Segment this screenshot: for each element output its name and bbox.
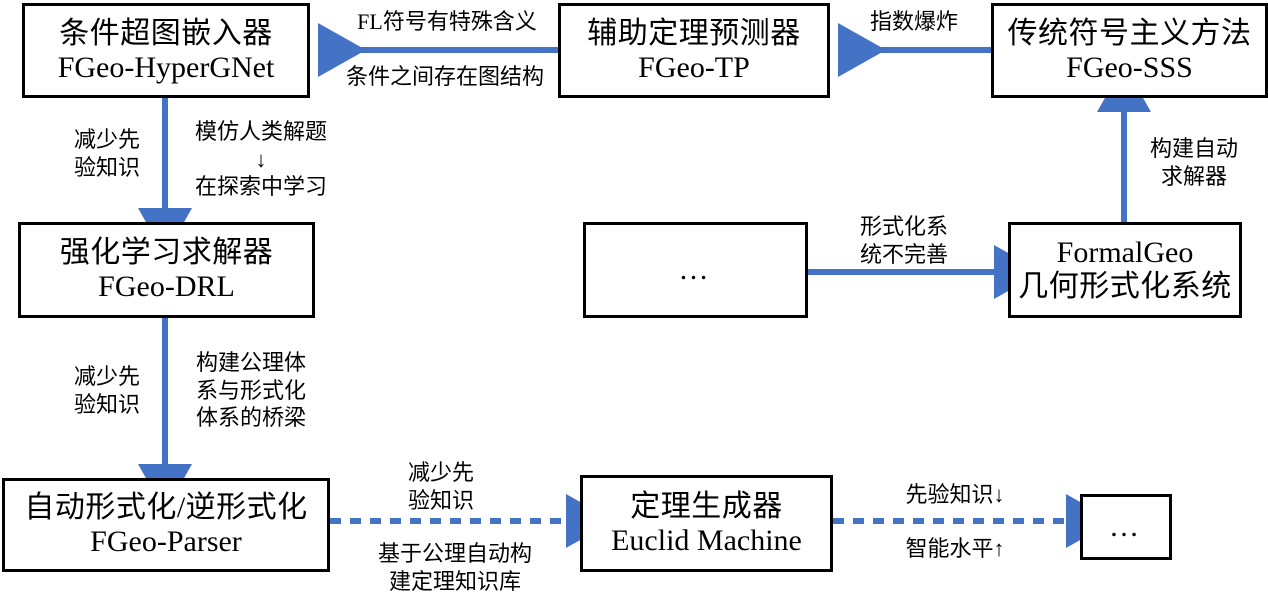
edge-label-intelligence-level-up: 智能水平↑	[890, 535, 1020, 563]
label-line: 先验知识↓	[905, 482, 1005, 507]
node-euclid-machine[interactable]: 定理生成器 Euclid Machine	[580, 475, 833, 572]
label-line: FL符号有特殊含义	[357, 9, 537, 34]
node-title-en: FormalGeo	[1056, 236, 1194, 270]
label-line: 建定理知识库	[388, 568, 521, 594]
node-formalgeo[interactable]: FormalGeo 几何形式化系统	[1008, 222, 1242, 318]
edge-label-fl-symbol-meaning: FL符号有特殊含义	[340, 8, 554, 36]
edge-label-bridge-axiom-formal-systems: 构建公理体 系与形式化 体系的桥梁	[182, 349, 320, 432]
label-line: 条件之间存在图结构	[345, 64, 544, 89]
label-line: 构建公理体	[195, 350, 306, 375]
label-line: 模仿人类解题	[194, 119, 327, 144]
node-ellipsis-dots: …	[1109, 510, 1143, 544]
node-title-cn: 强化学习求解器	[59, 236, 274, 270]
label-line: 验知识	[73, 391, 140, 417]
node-fgeo-tp[interactable]: 辅助定理预测器 FGeo-TP	[558, 3, 830, 98]
label-line: 系与形式化	[195, 377, 306, 403]
edge-label-build-automated-solver: 构建自动 求解器	[1139, 135, 1249, 190]
node-fgeo-sss[interactable]: 传统符号主义方法 FGeo-SSS	[991, 3, 1268, 98]
node-title-cn: 条件超图嵌入器	[59, 16, 273, 50]
label-line: 减少先	[73, 127, 140, 152]
edge-label-formal-system-incomplete: 形式化系 统不完善	[848, 213, 960, 268]
label-line: 减少先	[73, 364, 140, 389]
edge-label-prior-knowledge-down: 先验知识↓	[890, 481, 1020, 509]
label-line: 验知识	[73, 154, 140, 180]
node-title-cn: 传统符号主义方法	[1007, 16, 1252, 50]
label-line: 在探索中学习	[194, 174, 327, 199]
node-title-en: Euclid Machine	[611, 523, 802, 557]
label-line: 形式化系	[859, 214, 948, 239]
label-line: 指数爆炸	[869, 9, 958, 34]
label-line: 统不完善	[859, 241, 948, 267]
node-title-en: FGeo-TP	[638, 50, 750, 84]
label-line: 求解器	[1160, 163, 1227, 189]
node-title-cn: 自动形式化/逆形式化	[24, 491, 308, 525]
label-line: 智能水平↑	[905, 536, 1005, 561]
node-fgeo-hypergnet[interactable]: 条件超图嵌入器 FGeo-HyperGNet	[22, 3, 310, 98]
node-ellipsis-end[interactable]: …	[1080, 494, 1172, 560]
edge-label-graph-structure-between-conditions: 条件之间存在图结构	[334, 63, 556, 91]
label-line: 体系的桥梁	[195, 405, 306, 430]
down-arrow-icon: ↓	[255, 146, 267, 172]
label-line: 验知识	[407, 487, 474, 513]
node-title-en: FGeo-HyperGNet	[57, 50, 275, 84]
label-line: 基于公理自动构	[377, 541, 532, 566]
node-title-cn: 辅助定理预测器	[587, 16, 801, 50]
node-ellipsis-middle[interactable]: …	[583, 222, 808, 318]
edge-label-exponential-explosion: 指数爆炸	[849, 8, 979, 36]
label-line: 构建自动	[1149, 136, 1238, 161]
edge-label-reduce-prior-knowledge-3: 减少先 验知识	[400, 459, 482, 514]
node-ellipsis-dots: …	[678, 253, 713, 287]
node-title-en: FGeo-SSS	[1066, 50, 1193, 84]
node-fgeo-parser[interactable]: 自动形式化/逆形式化 FGeo-Parser	[2, 478, 330, 572]
edge-label-axiom-based-theorem-kb: 基于公理自动构 建定理知识库	[370, 540, 540, 595]
node-fgeo-drl[interactable]: 强化学习求解器 FGeo-DRL	[18, 222, 315, 318]
label-line: 减少先	[407, 460, 474, 485]
edge-label-reduce-prior-knowledge-2: 减少先 验知识	[66, 363, 148, 418]
edge-label-reduce-prior-knowledge-1: 减少先 验知识	[66, 126, 148, 181]
node-title-cn: 定理生成器	[630, 489, 783, 523]
edge-label-imitate-human-solving: 模仿人类解题 ↓ 在探索中学习	[182, 118, 340, 201]
node-title-cn: 几何形式化系统	[1018, 270, 1232, 303]
node-title-en: FGeo-DRL	[98, 270, 235, 303]
node-title-en: FGeo-Parser	[90, 525, 242, 558]
